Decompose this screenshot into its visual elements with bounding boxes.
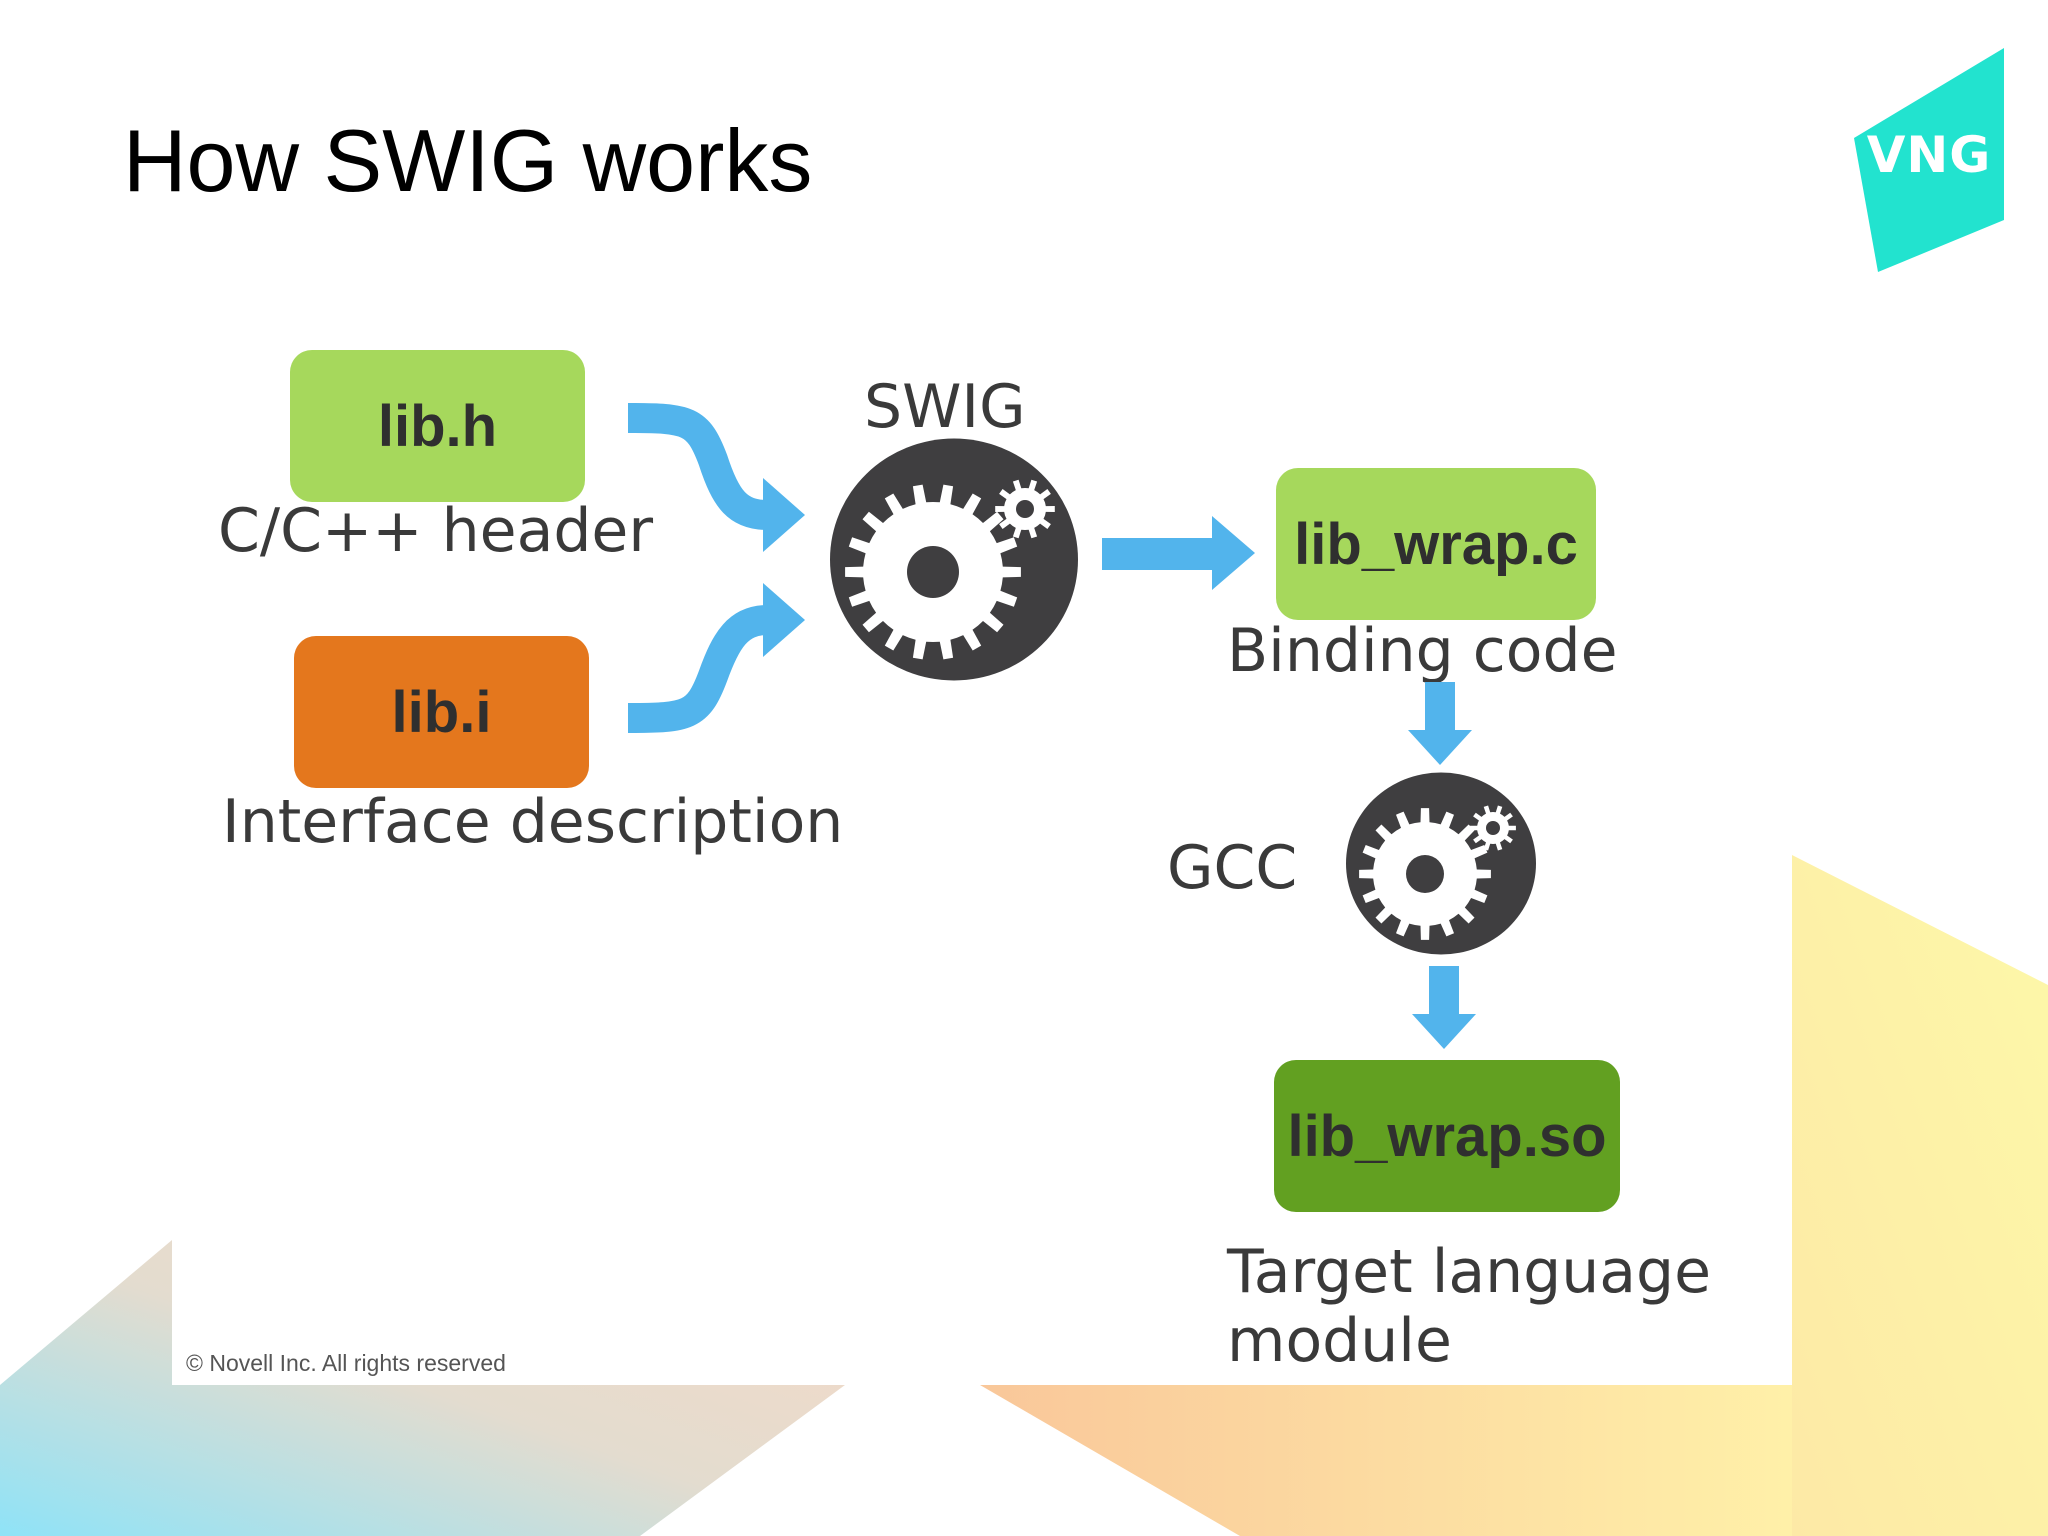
arrow-swig-to-wrap-c xyxy=(1102,516,1255,590)
slide-title: How SWIG works xyxy=(123,111,813,210)
lib-wrap-c-caption: Binding code xyxy=(1227,616,1618,686)
swig-gear-icon xyxy=(830,438,1078,681)
bottom-center-triangle xyxy=(980,1385,1792,1536)
lib-wrap-so-box: lib_wrap.so xyxy=(1274,1060,1620,1212)
arrow-lib-i-to-swig xyxy=(627,583,805,733)
arrow-gcc-to-wrap-so xyxy=(1412,966,1476,1049)
gcc-gear-icon xyxy=(1346,772,1536,955)
lib-h-caption: C/C++ header xyxy=(218,496,653,566)
left-bottom-triangle xyxy=(0,1240,845,1536)
large-cog xyxy=(1359,808,1491,940)
small-cog xyxy=(995,479,1055,539)
lib-wrap-so-label: lib_wrap.so xyxy=(1287,1103,1607,1169)
lib-h-label: lib.h xyxy=(377,393,498,459)
large-cog xyxy=(845,484,1021,660)
lib-h-box: lib.h xyxy=(290,350,585,502)
arrow-lib-h-to-swig xyxy=(627,403,805,552)
lib-i-caption: Interface description xyxy=(222,787,844,857)
lib-wrap-c-label: lib_wrap.c xyxy=(1294,511,1578,577)
copyright-notice: © Novell Inc. All rights reserved xyxy=(186,1350,506,1376)
lib-wrap-so-caption-line1: Target language xyxy=(1227,1237,1712,1307)
lib-wrap-so-caption-line2: module xyxy=(1227,1306,1452,1376)
swig-label: SWIG xyxy=(864,372,1026,442)
lib-i-label: lib.i xyxy=(391,679,492,745)
lib-i-box: lib.i xyxy=(294,636,589,788)
right-triangle xyxy=(1792,855,2048,1536)
gcc-label: GCC xyxy=(1167,833,1298,903)
small-cog xyxy=(1470,805,1516,851)
arrow-wrap-c-to-gcc xyxy=(1408,682,1472,765)
logo-text: VNG xyxy=(1866,126,1992,184)
lib-wrap-c-box: lib_wrap.c xyxy=(1276,468,1596,620)
vng-logo: VNG xyxy=(1854,48,2004,272)
